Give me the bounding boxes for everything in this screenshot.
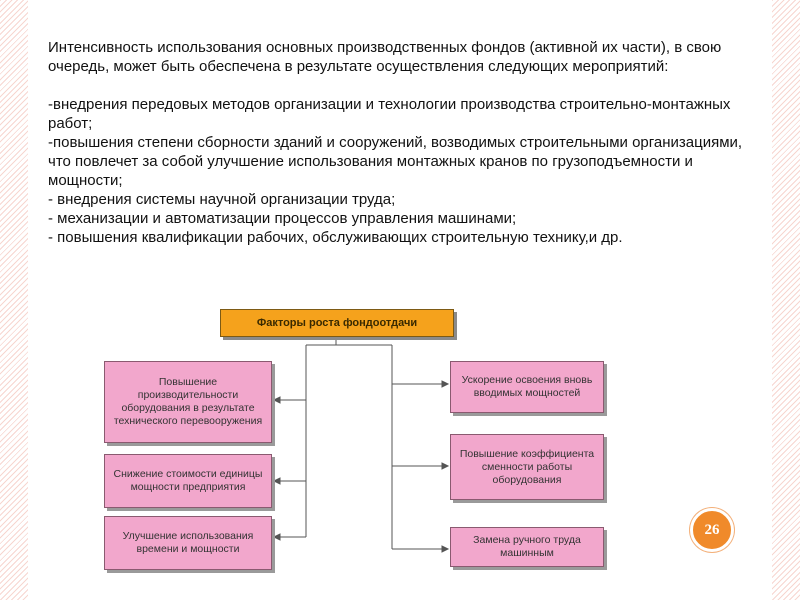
intro-paragraph: Интенсивность использования основных про… [48, 39, 722, 75]
measure-item: -повышения степени сборности зданий и со… [48, 134, 743, 189]
factor-box-right: Ускорение освоения вновь вводимых мощнос… [450, 361, 604, 413]
measure-item: - механизации и автоматизации процессов … [48, 210, 517, 227]
slide-text: Интенсивность использования основных про… [48, 38, 748, 247]
left-decorative-border [0, 0, 28, 600]
factor-box-left: Улучшение использования времени и мощнос… [104, 516, 272, 570]
measure-item: - внедрения системы научной организации … [48, 191, 396, 208]
factor-box-left: Повышение производительности оборудовани… [104, 361, 272, 443]
factor-box-right: Замена ручного труда машинным [450, 527, 604, 567]
right-decorative-border [772, 0, 800, 600]
measure-item: -внедрения передовых методов организации… [48, 96, 731, 132]
measure-item: - повышения квалификации рабочих, обслуж… [48, 229, 623, 246]
diagram-title-box: Факторы роста фондоотдачи [220, 309, 454, 337]
factor-box-left: Снижение стоимости единицы мощности пред… [104, 454, 272, 508]
page-number-badge: 26 [690, 508, 734, 552]
factor-box-right: Повышение коэффициента сменности работы … [450, 434, 604, 500]
slide: Интенсивность использования основных про… [28, 0, 772, 600]
